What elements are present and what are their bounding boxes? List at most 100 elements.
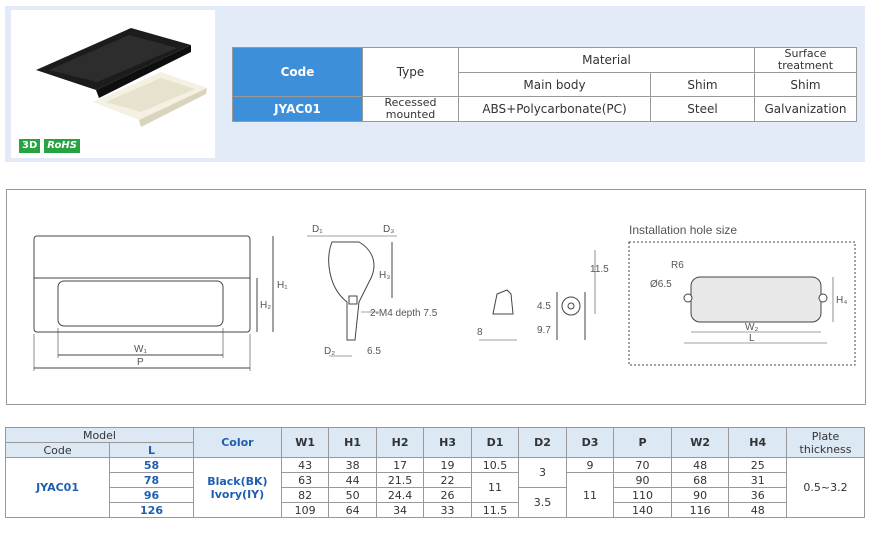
- table-row: JYAC01 58 Black(BK)Ivory(IY) 43 38 17 19…: [4, 457, 865, 518]
- drawing-svg: W₁ P H₁ H₂ D₁ D₃ H₃ 2-M4 depth 7.5 D₂ 6.…: [33, 223, 856, 371]
- p-cell: 70: [613, 457, 672, 473]
- label-h4: H₄: [836, 295, 847, 306]
- table-row: 96 82 50 24.4 26 3.5 110 90 36: [6, 487, 865, 518]
- w2-cell: 48: [670, 457, 730, 473]
- w2-cell: 90: [670, 487, 730, 503]
- h4-cell: 25: [728, 457, 788, 473]
- label-d2-value: 6.5: [367, 346, 381, 357]
- h3-cell: 19: [423, 457, 472, 473]
- spec-shim-header: Shim: [650, 72, 755, 97]
- w1-cell: 82: [280, 487, 330, 503]
- spec-code-header: Code: [232, 47, 363, 97]
- h4-cell: 31: [728, 472, 788, 488]
- spec-surface-value: Galvanization: [754, 96, 857, 122]
- h3-cell: 33: [423, 502, 472, 518]
- w2-header: W2: [670, 427, 730, 458]
- product-photo: [11, 10, 215, 158]
- d1-cell: 11.5: [470, 502, 520, 518]
- label-d1: D₁: [312, 224, 323, 235]
- label-h1: H₁: [277, 280, 288, 291]
- handle-illustration: [36, 28, 207, 127]
- d1-cell: 10.5: [470, 457, 520, 473]
- table-row: 126 109 64 34 33 11.5 140 116 48: [6, 502, 865, 518]
- h4-header: H4: [728, 427, 788, 458]
- h3-header: H3: [423, 427, 472, 458]
- plate-cell: 0.5~3.2: [786, 457, 865, 518]
- h1-cell: 38: [328, 457, 377, 473]
- w1-cell: 109: [280, 502, 330, 518]
- color-header: Color: [192, 427, 282, 458]
- h2-cell: 34: [375, 502, 425, 518]
- label-p: P: [137, 357, 144, 368]
- spec-surface-header: Surface treatment: [754, 47, 857, 73]
- label-w1: W₁: [134, 344, 147, 355]
- code-cell: JYAC01: [4, 457, 111, 518]
- d3-header: D3: [565, 427, 615, 458]
- d1-cell: 11: [470, 472, 520, 503]
- h2-cell: 24.4: [375, 487, 425, 503]
- spec-shim-value: Steel: [650, 96, 755, 122]
- spec-table: Code Type Material Surface treatment Mai…: [232, 47, 857, 122]
- rohs-badge: RoHS: [44, 139, 80, 153]
- h1-cell: 50: [328, 487, 377, 503]
- dimensions-table: Model Color W1 H1 H2 H3 D1 D2 D3 P W2 H4…: [4, 427, 865, 518]
- spec-main-body-header: Main body: [458, 72, 651, 97]
- h4-cell: 48: [728, 502, 788, 518]
- h1-cell: 64: [328, 502, 377, 518]
- spec-main-body-value: ABS+Polycarbonate(PC): [458, 96, 651, 122]
- label-l: L: [749, 333, 755, 344]
- p-header: P: [613, 427, 672, 458]
- spec-type-header: Type: [362, 47, 459, 97]
- label-r6: R6: [671, 260, 684, 271]
- color-cell: Black(BK)Ivory(IY): [192, 457, 282, 518]
- w2-cell: 68: [670, 472, 730, 488]
- l-cell: 78: [109, 472, 194, 488]
- d2-cell: 3: [518, 457, 567, 488]
- model-header: Model: [5, 427, 194, 443]
- l-cell: 58: [109, 457, 194, 473]
- label-m4: 2-M4 depth 7.5: [370, 308, 438, 319]
- h2-cell: 17: [375, 457, 425, 473]
- d3-cell: 9: [565, 457, 615, 473]
- h2-cell: 21.5: [375, 472, 425, 488]
- label-d2: D₂: [324, 346, 335, 357]
- table-row: 78 63 44 21.5 22 11 11 90 68 31: [6, 472, 865, 518]
- 3d-badge: 3D: [19, 139, 41, 153]
- p-cell: 140: [613, 502, 672, 518]
- label-d3: D₃: [383, 224, 394, 235]
- w1-header: W1: [280, 427, 330, 458]
- d1-header: D1: [470, 427, 520, 458]
- p-cell: 110: [613, 487, 672, 503]
- h1-cell: 44: [328, 472, 377, 488]
- spec-material-header: Material: [458, 47, 755, 73]
- cert-badges: 3D RoHS: [19, 139, 80, 153]
- label-8: 8: [477, 327, 483, 338]
- d2-header: D2: [518, 427, 567, 458]
- spec-shim-sub-header: Shim: [754, 72, 857, 97]
- label-phi: Ø6.5: [650, 279, 672, 290]
- label-11-5: 11.5: [590, 264, 609, 275]
- h2-header: H2: [375, 427, 425, 458]
- p-cell: 90: [613, 472, 672, 488]
- h4-cell: 36: [728, 487, 788, 503]
- l-cell: 126: [109, 502, 194, 518]
- code-header: Code: [4, 442, 111, 458]
- l-header: L: [109, 442, 194, 458]
- h3-cell: 22: [423, 472, 472, 488]
- d3-cell: 11: [565, 472, 615, 518]
- d2-cell: 3.5: [518, 487, 567, 518]
- l-cell: 96: [109, 487, 194, 503]
- plate-header: Plate thickness: [786, 427, 865, 458]
- w1-cell: 43: [280, 457, 330, 473]
- label-4-5: 4.5: [537, 301, 551, 312]
- technical-drawing: W₁ P H₁ H₂ D₁ D₃ H₃ 2-M4 depth 7.5 D₂ 6.…: [6, 189, 866, 405]
- spec-code-value: JYAC01: [232, 96, 363, 122]
- spec-type-value: Recessed mounted: [362, 96, 459, 122]
- label-w2: W₂: [745, 322, 758, 333]
- label-h3: H₃: [379, 270, 390, 281]
- h3-cell: 26: [423, 487, 472, 503]
- label-9-7: 9.7: [537, 325, 551, 336]
- w2-cell: 116: [670, 502, 730, 518]
- h1-header: H1: [328, 427, 377, 458]
- install-title: Installation hole size: [629, 223, 737, 237]
